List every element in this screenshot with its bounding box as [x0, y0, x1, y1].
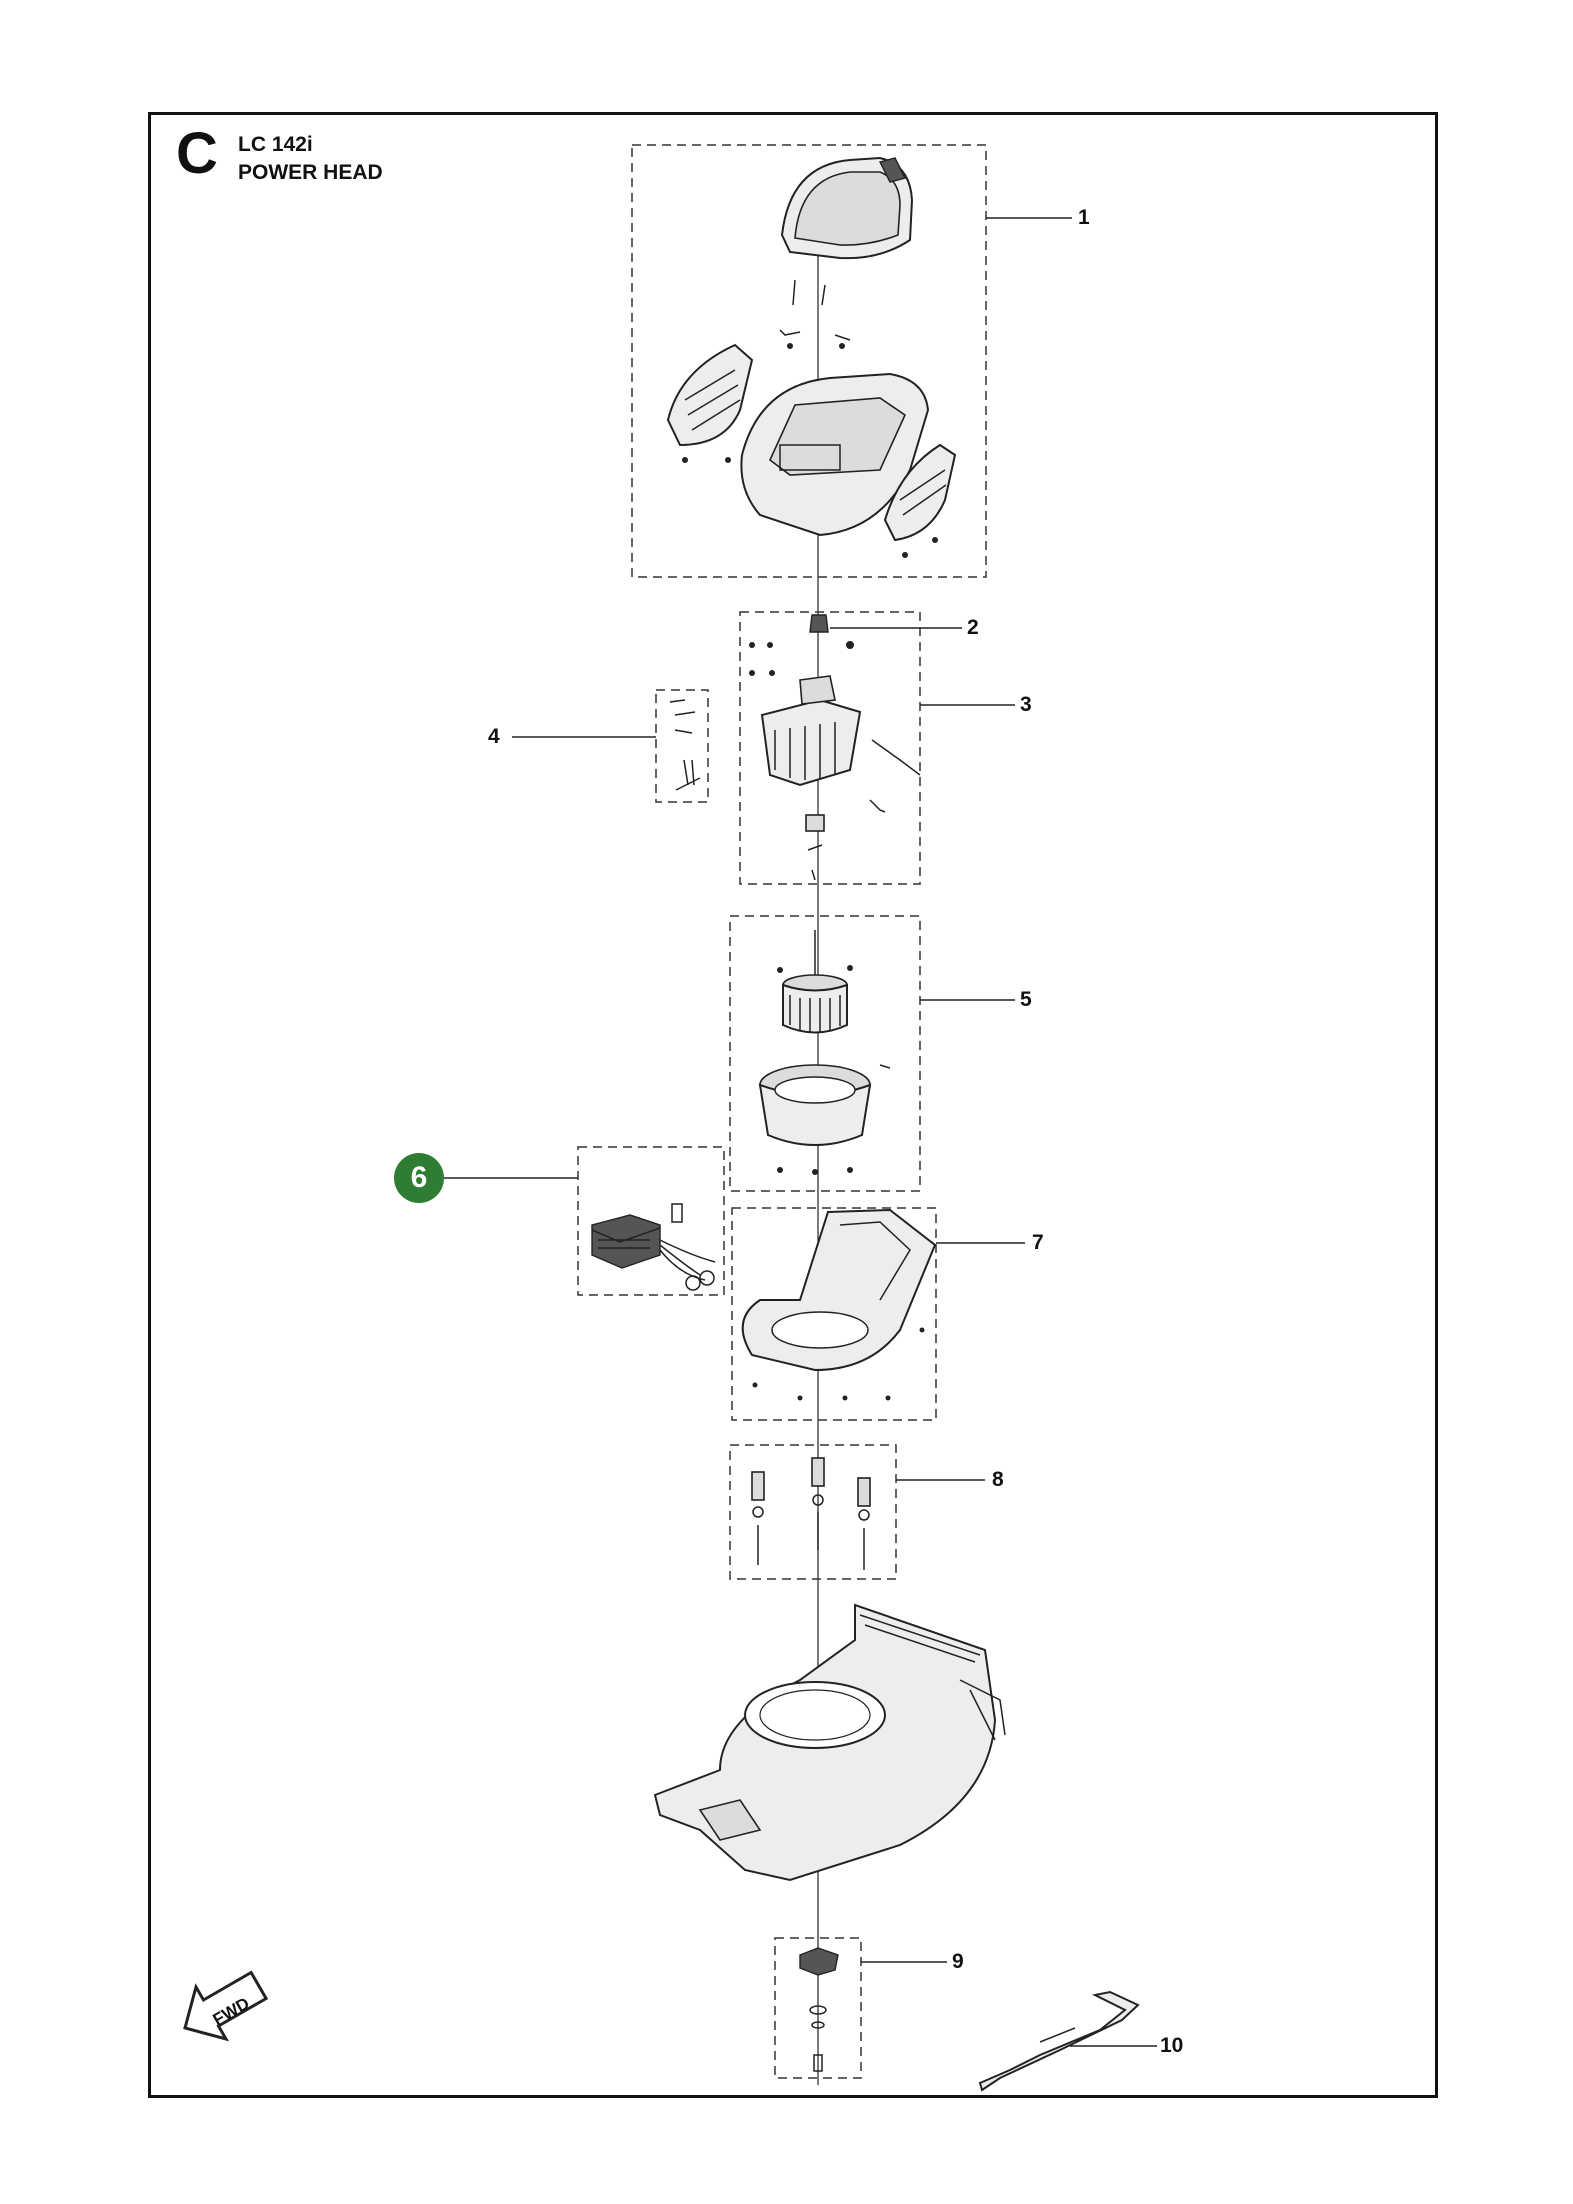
lower-housing: [741, 1208, 937, 1401]
callout-10: 10: [1160, 2034, 1184, 2057]
connector-parts-4: [669, 699, 701, 791]
battery-housing: [760, 675, 921, 813]
callout-2: 2: [967, 616, 979, 639]
group-box-8: [729, 1444, 897, 1580]
motor-assembly: [777, 930, 853, 1034]
callout-4: 4: [488, 725, 500, 748]
mower-deck: [653, 1603, 1006, 1882]
section-letter: C: [176, 121, 218, 186]
spacer-bolts: [751, 1457, 871, 1570]
callout-6-highlight-badge: 6: [394, 1153, 444, 1203]
group-box-1: [631, 144, 987, 578]
small-screws-3: [749, 641, 854, 881]
group-box-7: [731, 1207, 937, 1421]
callout-5: 5: [1020, 988, 1032, 1011]
housing-frame: [740, 372, 930, 537]
callout-9: 9: [952, 1950, 964, 1973]
controller-module: [591, 1203, 716, 1291]
top-cover-lid: [780, 156, 914, 260]
fwd-arrow-icon: [183, 1970, 269, 2042]
diagram-frame: [148, 112, 1438, 2098]
callout-7: 7: [1032, 1231, 1044, 1254]
callout-3: 3: [1020, 693, 1032, 716]
group-box-3: [739, 611, 921, 885]
model-title: LC 142i: [238, 133, 313, 156]
hinge-clips: [779, 279, 851, 349]
side-cover-right: [883, 443, 957, 558]
group-box-4: [655, 689, 709, 803]
callout-1: 1: [1078, 206, 1090, 229]
blade-adapter: [799, 1947, 839, 2072]
group-box-6: [577, 1146, 725, 1296]
motor-mount-ring: [758, 1064, 891, 1175]
group-box-9: [774, 1937, 862, 2079]
group-box-5: [729, 915, 921, 1192]
callout-8: 8: [992, 1468, 1004, 1491]
knob-part: [809, 614, 829, 633]
blade: [978, 1990, 1140, 2092]
side-cover-left: [666, 343, 754, 463]
assembly-title: POWER HEAD: [238, 161, 383, 184]
